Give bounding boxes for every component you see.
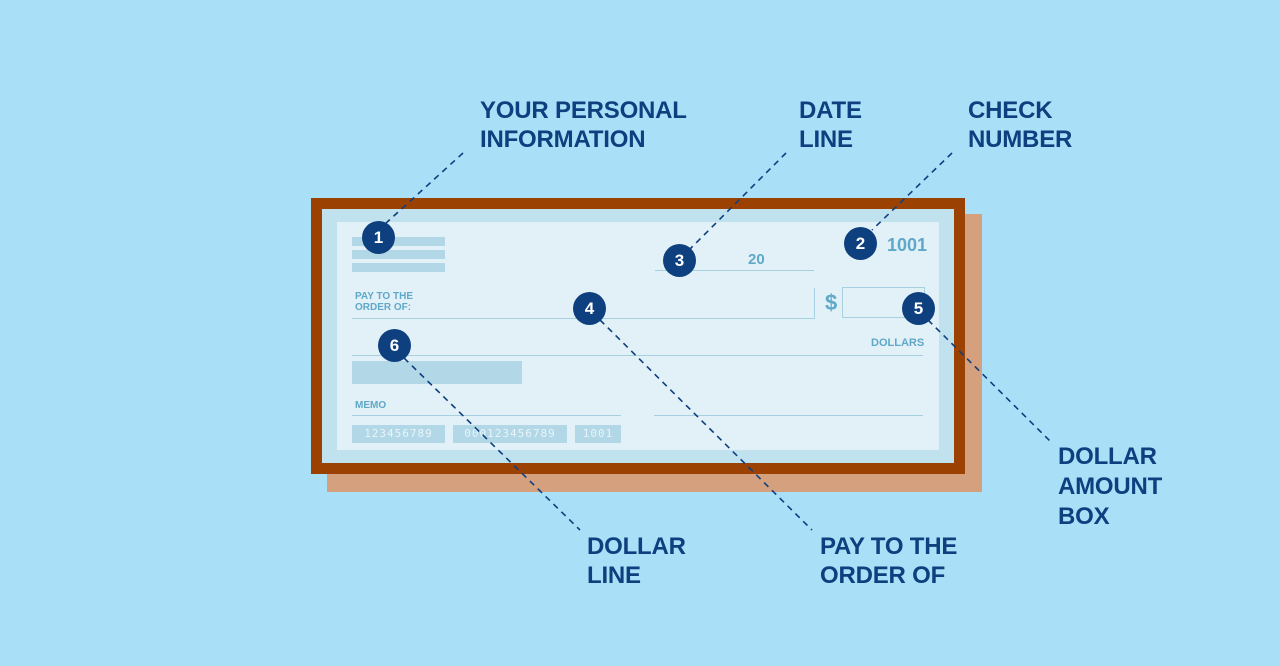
memo-line — [352, 415, 621, 416]
dollars-label: DOLLARS — [871, 337, 925, 349]
callout-line: PAY TO THE — [820, 533, 958, 560]
signature-line — [654, 415, 923, 416]
callout-pay-to-the-order-of: PAY TO THE ORDER OF — [820, 532, 957, 590]
bank-info-block — [352, 361, 522, 384]
check-number: 1001 — [887, 235, 928, 255]
callout-line: CHECK — [968, 97, 1053, 124]
callout-line: DOLLAR — [1058, 443, 1157, 470]
pay-to-label-line: ORDER OF: — [355, 302, 412, 313]
badge-2: 2 — [844, 227, 877, 260]
badge-3: 3 — [663, 244, 696, 277]
callout-line: BOX — [1058, 503, 1110, 530]
callout-line: NUMBER — [968, 126, 1073, 153]
callout-line: YOUR PERSONAL — [480, 97, 687, 124]
dollar-sign: $ — [825, 290, 838, 315]
date-line — [655, 270, 814, 271]
routing-number: 123456789 — [352, 425, 445, 443]
callout-line: DATE — [799, 97, 862, 124]
callout-line: LINE — [799, 126, 853, 153]
callout-line: ORDER OF — [820, 562, 946, 589]
callout-date-line: DATE LINE — [799, 96, 862, 154]
payee-line-end — [814, 288, 815, 319]
callout-dollar-line: DOLLAR LINE — [587, 532, 686, 590]
micr-check-number: 1001 — [575, 425, 621, 443]
badge-4: 4 — [573, 292, 606, 325]
memo-label: MEMO — [355, 400, 387, 411]
badge-6: 6 — [378, 329, 411, 362]
date-year-prefix: 20 — [748, 251, 765, 268]
callout-line: INFORMATION — [480, 126, 646, 153]
pay-to-label-line: PAY TO THE — [355, 291, 413, 302]
badge-1: 1 — [362, 221, 395, 254]
callout-personal-information: YOUR PERSONAL INFORMATION — [480, 96, 687, 154]
pay-to-label: PAY TO THE ORDER OF: — [355, 291, 413, 313]
badge-5: 5 — [902, 292, 935, 325]
callout-dollar-amount-box: DOLLAR AMOUNT BOX — [1058, 442, 1162, 532]
personal-info-bar — [352, 250, 445, 259]
callout-line: DOLLAR — [587, 533, 686, 560]
callout-line: LINE — [587, 562, 641, 589]
personal-info-bar — [352, 263, 445, 272]
personal-info-bar — [352, 237, 445, 246]
account-number: 000123456789 — [453, 425, 567, 443]
callout-check-number: CHECK NUMBER — [968, 96, 1072, 154]
dollar-line — [352, 355, 923, 356]
callout-line: AMOUNT — [1058, 473, 1163, 500]
